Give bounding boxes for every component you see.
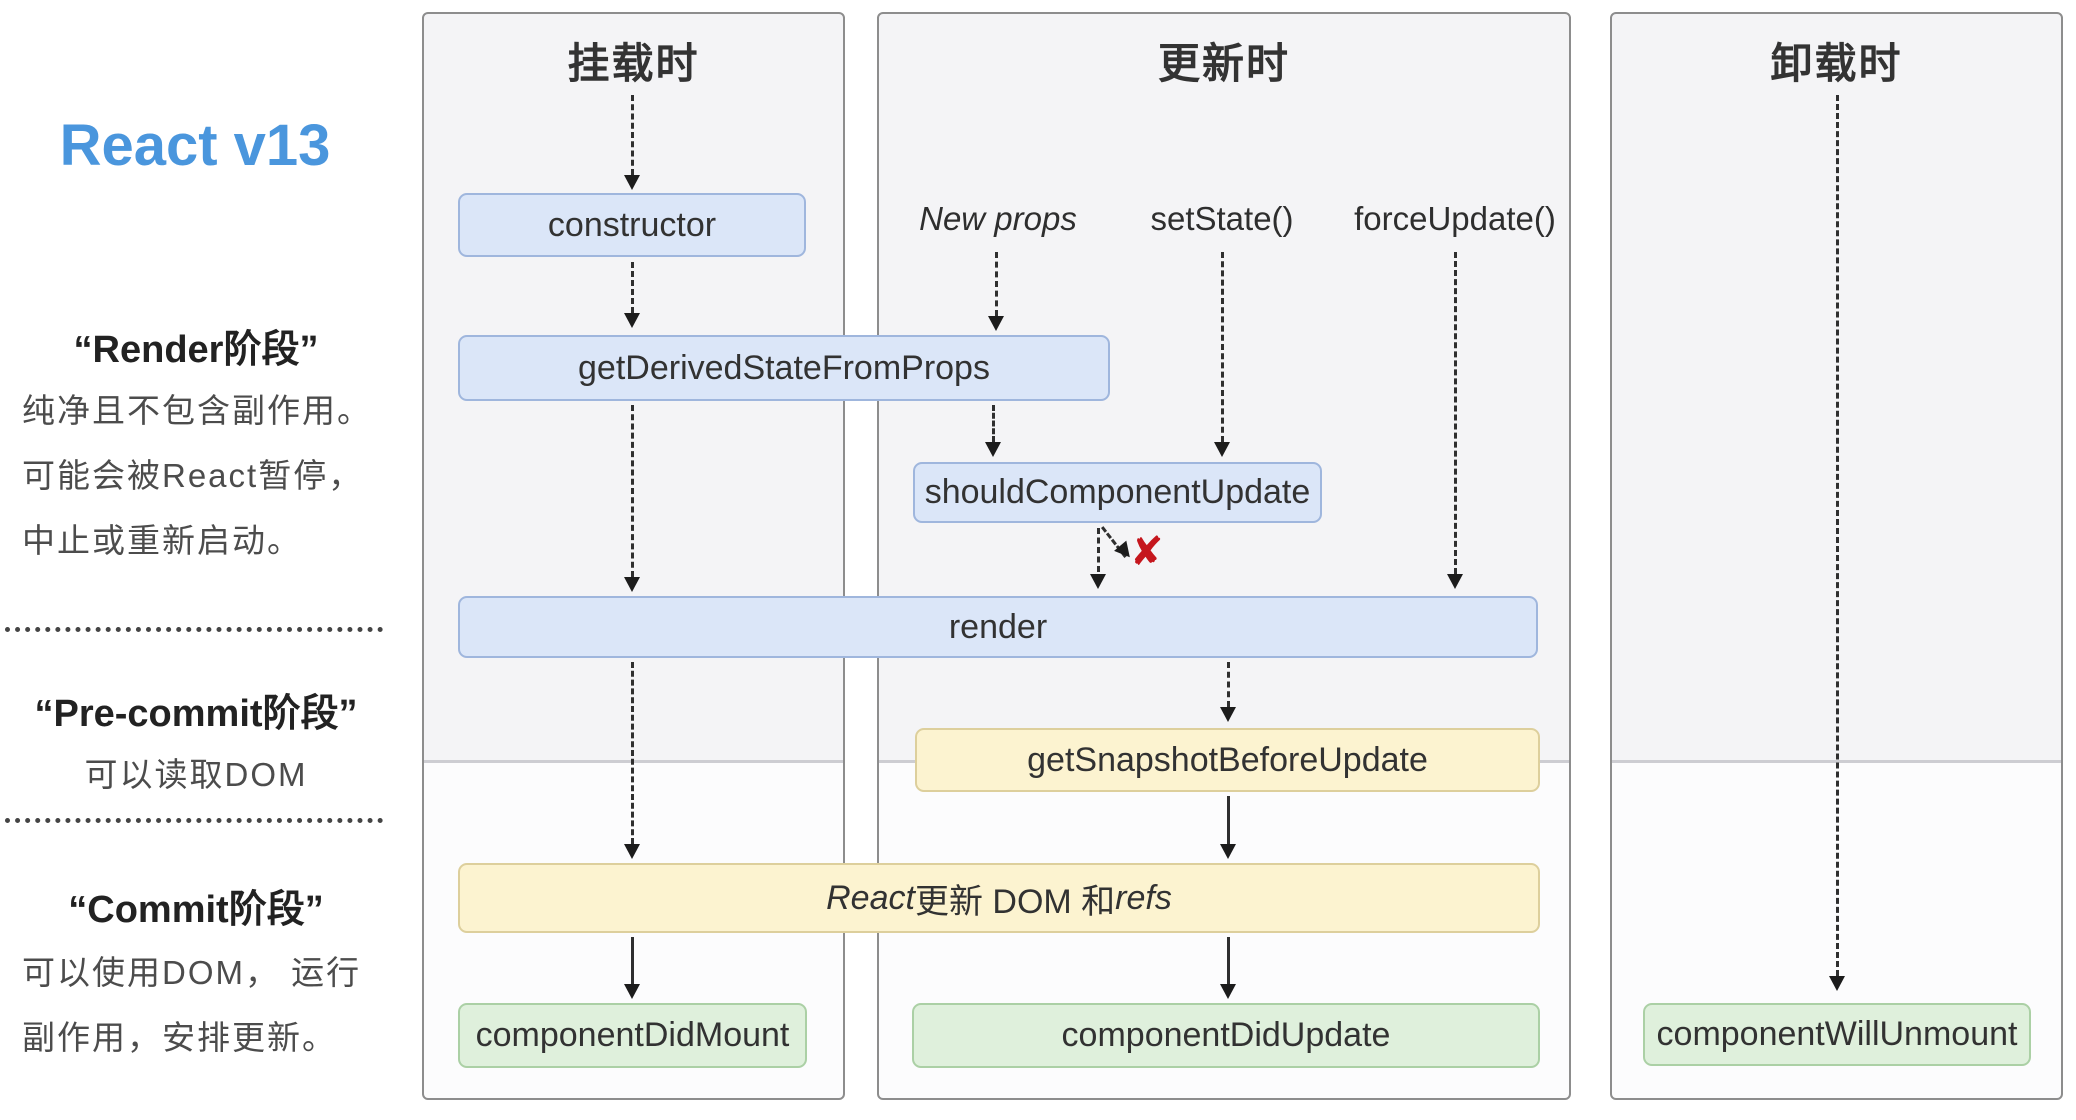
commit-phase-description: 可以使用DOM， 运行 副作用，安排更新。 [22, 940, 402, 1070]
shouldcomponentupdate-box: shouldComponentUpdate [913, 462, 1322, 523]
arrowhead-setstate-to-shouldupdate [1214, 442, 1230, 457]
arrowhead-forceupdate-to-render [1447, 574, 1463, 589]
setstate-label: setState() [1150, 200, 1294, 237]
arrowhead-getderivedstate-to-shouldupdate [985, 442, 1001, 457]
arrow-getderivedstate-to-shouldupdate [992, 405, 995, 442]
render-phase-line-3: 中止或重新启动。 [22, 522, 302, 559]
precommit-phase-heading: “Pre-commit阶段” [34, 693, 358, 735]
commit-phase-line-1: 可以使用DOM， 运行 [22, 954, 362, 991]
render-box: render [458, 596, 1538, 658]
render-phase-line-1: 纯净且不包含副作用。 [22, 392, 372, 429]
arrow-reactupdates-to-didupdate [1227, 937, 1230, 984]
constructor-box: constructor [458, 193, 806, 257]
phase-divider-bottom [5, 818, 383, 823]
react-updates-dom-react: React [826, 878, 915, 917]
phase-divider-top [5, 627, 383, 632]
getderivedstatefromprops-box: getDerivedStateFromProps [458, 335, 1110, 401]
arrow-forceupdate-to-render [1454, 252, 1457, 574]
componentwillunmount-box: componentWillUnmount [1643, 1003, 2031, 1066]
unmounting-panel-title: 卸载时 [1770, 40, 1903, 87]
componentdidupdate-box: componentDidUpdate [912, 1003, 1540, 1068]
updating-panel-title: 更新时 [1157, 40, 1290, 87]
arrowhead-mount-start [624, 175, 640, 190]
updating-panel [877, 12, 1571, 1100]
arrow-shouldupdate-to-render [1097, 528, 1100, 572]
forceupdate-label: forceUpdate() [1354, 200, 1556, 237]
render-phase-heading: “Render阶段” [73, 329, 319, 371]
commit-phase-line-2: 副作用，安排更新。 [22, 1019, 337, 1056]
getsnapshotbeforeupdate-box: getSnapshotBeforeUpdate [915, 728, 1540, 792]
arrowhead-reactupdates-to-didmount [624, 984, 640, 999]
arrowhead-unmount [1829, 976, 1845, 991]
componentdidmount-box: componentDidMount [458, 1003, 807, 1068]
arrowhead-render-to-reactupdates [624, 844, 640, 859]
react-version-title: React v13 [59, 113, 331, 178]
arrow-unmount [1836, 95, 1839, 976]
render-phase-description: 纯净且不包含副作用。 可能会被React暂停， 中止或重新启动。 [22, 378, 402, 573]
react-updates-dom-refs: refs [1115, 878, 1172, 917]
arrowhead-shouldupdate-to-render [1090, 574, 1106, 589]
arrowhead-newprops-to-getderivedstate [988, 316, 1004, 331]
arrow-newprops-to-getderivedstate [995, 252, 998, 316]
arrowhead-getderivedstate-to-render [624, 577, 640, 592]
commit-phase-heading: “Commit阶段” [68, 889, 324, 931]
arrowhead-getsnapshot-to-reactupdates [1220, 844, 1236, 859]
react-updates-dom-middle: 更新 DOM 和 [914, 882, 1116, 921]
mounting-panel-title: 挂载时 [567, 40, 700, 87]
arrow-getderivedstate-to-render [631, 405, 634, 577]
arrowhead-render-to-getsnapshot [1220, 707, 1236, 722]
render-phase-line-2: 可能会被React暂停， [22, 457, 364, 494]
new-props-label: New props [919, 200, 1077, 237]
arrow-getsnapshot-to-reactupdates [1227, 796, 1230, 844]
arrow-constructor-to-getderivedstate [631, 262, 634, 313]
arrowhead-constructor-to-getderivedstate [624, 313, 640, 328]
arrow-render-to-reactupdates [631, 662, 634, 844]
arrowhead-reactupdates-to-didupdate [1220, 984, 1236, 999]
cancel-x-icon: ✘ [1130, 530, 1164, 574]
precommit-phase-line-1: 可以读取DOM [84, 756, 308, 793]
arrow-setstate-to-shouldupdate [1221, 252, 1224, 442]
arrow-reactupdates-to-didmount [631, 937, 634, 984]
precommit-phase-description: 可以读取DOM [0, 742, 392, 807]
arrow-mount-start [631, 95, 634, 175]
arrow-render-to-getsnapshot [1227, 662, 1230, 707]
